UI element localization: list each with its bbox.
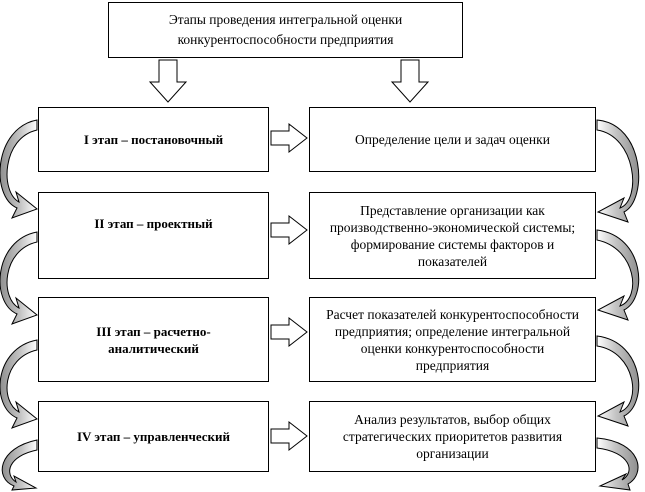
curved-arrow-left-1 [0, 119, 39, 219]
down-arrow-left [148, 59, 188, 103]
stage-2-label: II этап – проектный [94, 216, 213, 231]
stage-1-label: I этап – постановочный [83, 132, 224, 147]
curved-arrow-left-4 [1, 439, 38, 491]
stage-3-box: III этап – расчетно-аналитический [38, 297, 269, 382]
right-arrow-4 [270, 420, 308, 452]
curved-arrow-left-2 [0, 231, 39, 325]
down-arrow-right [390, 59, 430, 103]
curved-arrow-left-3 [0, 339, 39, 429]
diagram-title: Этапы проведения интегральной оценки кон… [168, 12, 403, 47]
stage-2-description: Представление организации как производст… [329, 202, 576, 269]
stage-1-description: Определение цели и задач оценки [355, 132, 550, 147]
curved-arrow-right-4 [596, 437, 639, 491]
stage-1-box: I этап – постановочный [38, 107, 269, 172]
diagram-title-box: Этапы проведения интегральной оценки кон… [108, 2, 463, 58]
stage-3-description-box: Расчет показателей конкурентоспособности… [309, 297, 596, 382]
right-arrow-3 [270, 316, 308, 348]
stage-4-description-box: Анализ результатов, выбор общих стратеги… [309, 401, 596, 472]
stage-3-label: III этап – расчетно-аналитический [96, 323, 211, 356]
stage-3-description: Расчет показателей конкурентоспособности… [326, 306, 579, 373]
stage-4-label: IV этап – управленческий [76, 429, 231, 444]
stage-4-box: IV этап – управленческий [38, 401, 269, 472]
right-arrow-1 [270, 122, 308, 154]
curved-arrow-right-2 [596, 229, 640, 321]
curved-arrow-right-3 [596, 335, 640, 427]
stage-2-box: II этап – проектный [38, 192, 269, 279]
stage-2-description-box: Представление организации как производст… [309, 192, 596, 279]
right-arrow-2 [270, 214, 308, 246]
stage-1-description-box: Определение цели и задач оценки [309, 107, 596, 172]
curved-arrow-right-1 [596, 119, 640, 223]
stage-4-description: Анализ результатов, выбор общих стратеги… [342, 412, 563, 461]
